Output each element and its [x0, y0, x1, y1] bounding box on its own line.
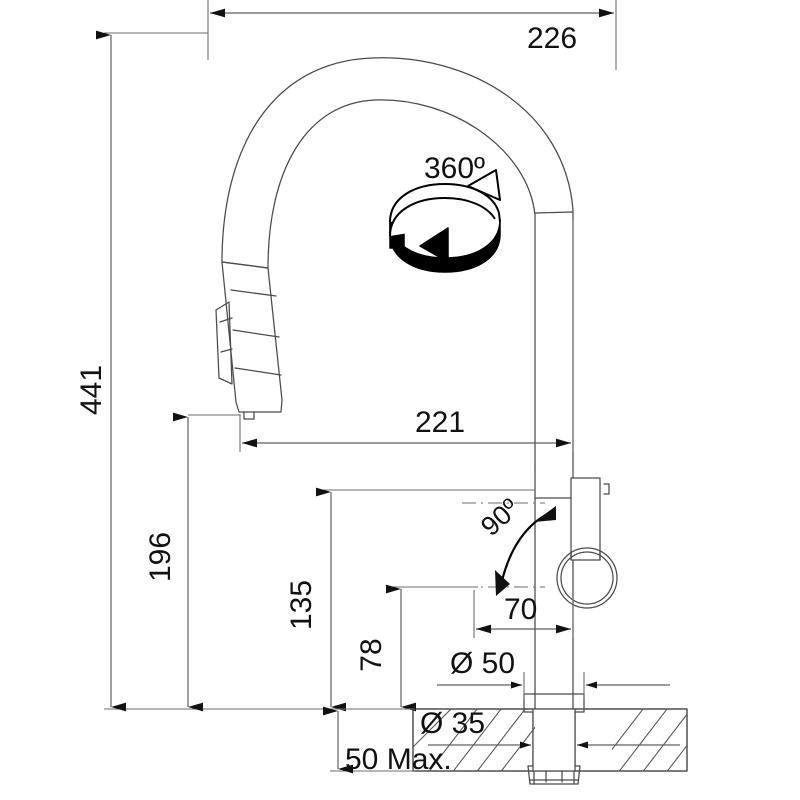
dimension-label-70: 70	[504, 593, 537, 626]
rotation-label: 360º	[424, 152, 485, 185]
spray-head	[215, 261, 283, 420]
countertop-section	[412, 708, 688, 772]
dimension-label-441: 441	[75, 365, 108, 415]
rotation-360-icon: 360º	[389, 152, 501, 273]
dimension-label-135: 135	[285, 580, 318, 630]
dimension-handle-height: 78	[355, 584, 478, 712]
dimension-deck-thickness: 50 Max.	[323, 706, 452, 776]
dimension-label-226: 226	[527, 22, 577, 55]
dimension-hole-diameter: Ø 35	[420, 707, 680, 749]
angle-label: 90º	[475, 493, 525, 542]
dimension-label-196: 196	[144, 532, 177, 582]
dimension-base-diameter: Ø 50	[437, 647, 670, 700]
dimension-handle-offset: 70	[462, 586, 574, 638]
angle-90-icon: 90º	[462, 493, 556, 596]
dimension-label-diameter-35: Ø 35	[420, 707, 485, 740]
dimension-overall-height: 441	[75, 30, 413, 712]
dimension-body-height: 135	[285, 487, 535, 712]
dimension-spout-reach: 221	[239, 220, 574, 452]
faucet-base	[523, 693, 585, 713]
dimension-spout-height: 196	[144, 412, 240, 712]
lever-handle	[534, 477, 618, 609]
dimension-label-diameter-50: Ø 50	[450, 647, 515, 680]
dimension-label-221: 221	[415, 406, 465, 439]
dimension-label-78: 78	[355, 638, 388, 671]
dimension-overall-width: 226	[207, 0, 617, 70]
dimension-label-50-max: 50 Max.	[345, 743, 452, 776]
